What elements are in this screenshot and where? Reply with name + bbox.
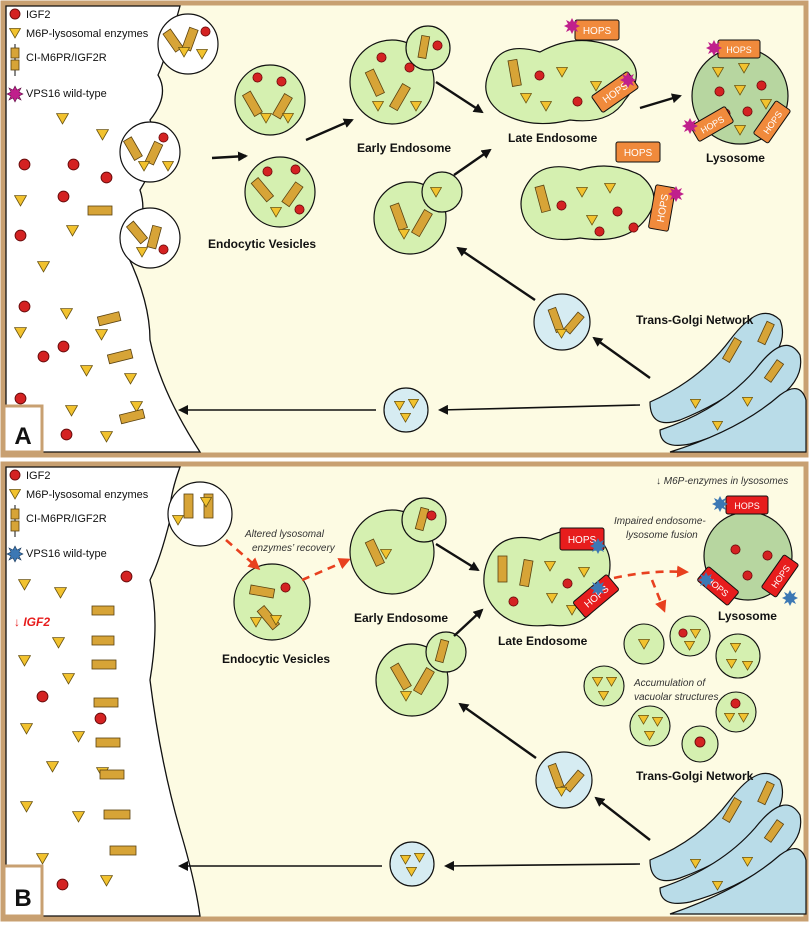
legend-vps16-icon <box>6 85 24 103</box>
tgn-vesicle-b-2 <box>389 841 435 887</box>
trans-golgi-network-a <box>649 312 807 453</box>
label-early-endosome-b: Early Endosome <box>354 611 448 625</box>
vps16-icon <box>620 72 636 88</box>
label-early-endosome-a: Early Endosome <box>357 141 451 155</box>
late-endosome-a-2 <box>520 165 655 241</box>
panel-a-letter: A <box>14 423 31 450</box>
legend-enzymes-label: M6P-lysosomal enzymes <box>26 489 149 501</box>
early-endosome-b <box>349 497 447 595</box>
impaired-fusion-line2: lysosome fusion <box>626 530 698 541</box>
m6p-down-annotation: ↓ M6P-enzymes in lysosomes <box>656 476 788 487</box>
endocytic-pit-b-1 <box>167 481 233 547</box>
endocytic-pit-a-3 <box>119 207 181 269</box>
endocytic-vesicle-b <box>233 563 311 641</box>
label-lysosome-a: Lysosome <box>706 151 765 165</box>
hops-label: HOPS <box>624 148 653 159</box>
membrane-receptors-a <box>87 205 146 425</box>
hops-a-1: HOPS <box>564 18 620 41</box>
vps16-icon <box>706 40 722 56</box>
hops-b-5: HOPS <box>761 554 799 598</box>
endocytic-pit-a-1 <box>157 13 219 75</box>
vps16-icon <box>712 496 728 512</box>
label-endocytic-vesicles-b: Endocytic Vesicles <box>222 652 330 666</box>
recycling-endosome-b <box>375 631 467 717</box>
panel-b-letter-box <box>2 864 44 918</box>
endocytic-vesicle-a-1 <box>234 64 306 136</box>
hops-label: HOPS <box>583 26 612 37</box>
hops-a-7: HOPS <box>753 100 791 144</box>
panel-b: IGF2 M6P-lysosomal enzymes CI-M6PR/IGF2R… <box>0 461 809 922</box>
panel-a: IGF2 M6P-lysosomal enzymes CI-M6PR/IGF2R… <box>0 0 809 458</box>
vps16-icon <box>682 118 698 134</box>
tgn-vesicle-a-2 <box>383 387 429 433</box>
altered-recovery-line1: Altered lysosomal <box>244 529 325 540</box>
endocytic-vesicle-a-2 <box>244 156 316 228</box>
hops-label: HOPS <box>734 501 760 511</box>
accumulation-line2: vacuolar structures <box>634 692 718 703</box>
label-tgn-a: Trans-Golgi Network <box>636 313 754 327</box>
arrows-b <box>178 539 689 871</box>
legend-a: IGF2 M6P-lysosomal enzymes CI-M6PR/IGF2R… <box>6 8 149 103</box>
hops-a-5: HOPS <box>717 39 761 59</box>
hops-a-4: HOPS <box>648 184 676 232</box>
extracellular-space-a <box>5 5 202 453</box>
hops-a-6: HOPS <box>690 106 734 142</box>
igf2-down-annotation: ↓ IGF2 <box>14 615 50 629</box>
hops-label: HOPS <box>726 45 752 55</box>
trans-golgi-network-b <box>649 772 807 915</box>
label-lysosome-b: Lysosome <box>718 609 777 623</box>
recycling-endosome-a <box>373 171 463 255</box>
panel-a-letter-box <box>2 404 44 454</box>
legend-igf2-label: IGF2 <box>26 470 50 482</box>
vps16-icon <box>668 186 684 202</box>
endocytic-pit-a-2 <box>119 121 181 183</box>
legend-vps16-label: VPS16 wild-type <box>26 88 107 100</box>
vps16-icon <box>782 590 798 606</box>
legend-receptor-icon <box>10 505 20 537</box>
legend-enzymes-label: M6P-lysosomal enzymes <box>26 28 149 40</box>
hops-label: HOPS <box>656 193 672 223</box>
label-late-endosome-b: Late Endosome <box>498 634 588 648</box>
label-late-endosome-a: Late Endosome <box>508 131 598 145</box>
vacuolar-structures <box>583 615 761 763</box>
tgn-vesicle-a-1 <box>533 293 591 351</box>
vps16-icon <box>590 538 606 554</box>
hops-b-3: HOPS <box>725 495 769 515</box>
legend-b: IGF2 M6P-lysosomal enzymes CI-M6PR/IGF2R… <box>6 469 149 563</box>
hops-label: HOPS <box>568 535 597 546</box>
legend-receptor-icon <box>10 44 20 76</box>
legend-vps16-icon <box>6 545 24 563</box>
legend-receptor-label: CI-M6PR/IGF2R <box>26 513 107 525</box>
arrows-a <box>178 80 682 415</box>
legend-igf2-label: IGF2 <box>26 9 50 21</box>
label-tgn-b: Trans-Golgi Network <box>636 769 754 783</box>
tgn-vesicle-b-1 <box>535 751 593 809</box>
impaired-fusion-line1: Impaired endosome- <box>614 516 706 527</box>
label-endocytic-vesicles-a: Endocytic Vesicles <box>208 237 316 251</box>
legend-receptor-label: CI-M6PR/IGF2R <box>26 52 107 64</box>
accumulation-line1: Accumulation of <box>633 678 706 689</box>
membrane-receptors-b <box>91 605 137 856</box>
legend-igf2-icon <box>9 469 21 481</box>
legend-vps16-label: VPS16 wild-type <box>26 548 107 560</box>
altered-recovery-line2: enzymes’ recovery <box>252 543 336 554</box>
vps16-icon <box>698 572 714 588</box>
vps16-icon <box>590 580 606 596</box>
early-endosome-a <box>349 25 451 125</box>
legend-igf2-icon <box>9 8 21 20</box>
hops-a-3: HOPS <box>615 141 661 163</box>
panel-b-letter: B <box>14 885 31 912</box>
